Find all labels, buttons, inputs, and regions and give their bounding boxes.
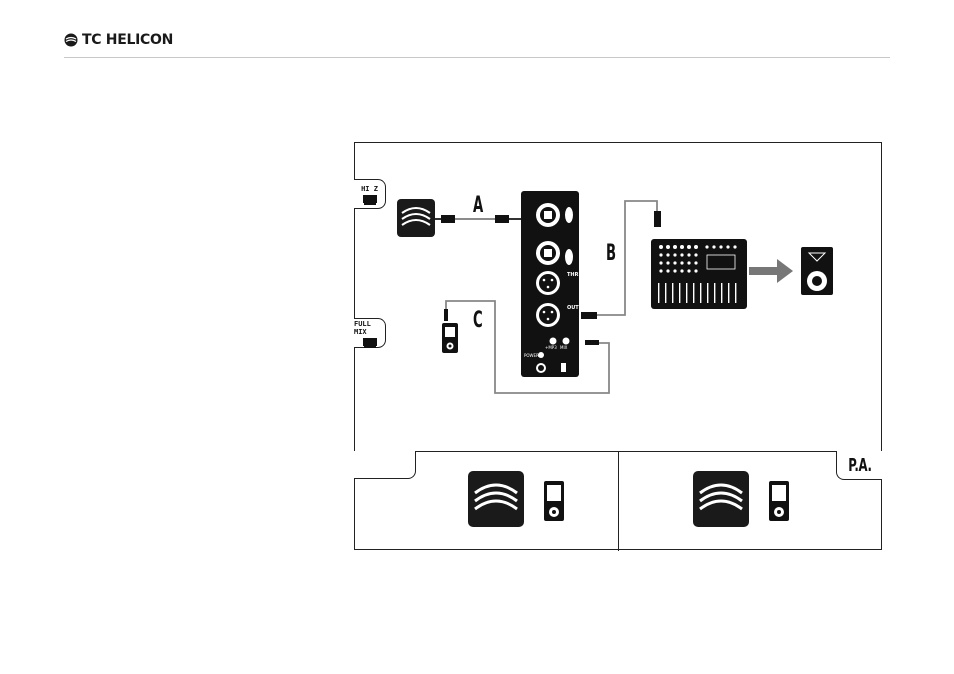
mp3-player-icon-right xyxy=(769,481,789,521)
helicon-device-icon-right xyxy=(693,471,749,527)
mp3-label: +MP3 xyxy=(545,345,557,350)
cable-a xyxy=(435,215,523,223)
connection-diagram-frame: HI Z FULL MIX P.A. A B C xyxy=(354,142,882,550)
mp3-player-icon xyxy=(442,323,458,353)
brand-name: TC HELICON xyxy=(82,32,173,48)
helicon-device-icon xyxy=(397,199,435,237)
header-rule xyxy=(64,57,890,58)
diagram-drawing: THRU OUT POWER MIX +MP3 xyxy=(355,143,883,551)
brand-logo: TC HELICON xyxy=(64,30,173,50)
mix-label: MIX xyxy=(560,345,568,350)
thru-label: THRU xyxy=(567,272,583,278)
speaker-icon xyxy=(801,247,833,295)
arrow-right-icon xyxy=(749,259,793,283)
out-label: OUT xyxy=(567,305,579,311)
power-label: POWER xyxy=(524,353,539,358)
mp3-player-icon-left xyxy=(544,481,564,521)
mixer-icon xyxy=(651,239,747,309)
helicon-device-icon-left xyxy=(468,471,524,527)
helicon-logo-icon xyxy=(64,33,78,47)
cable-b xyxy=(581,201,661,319)
